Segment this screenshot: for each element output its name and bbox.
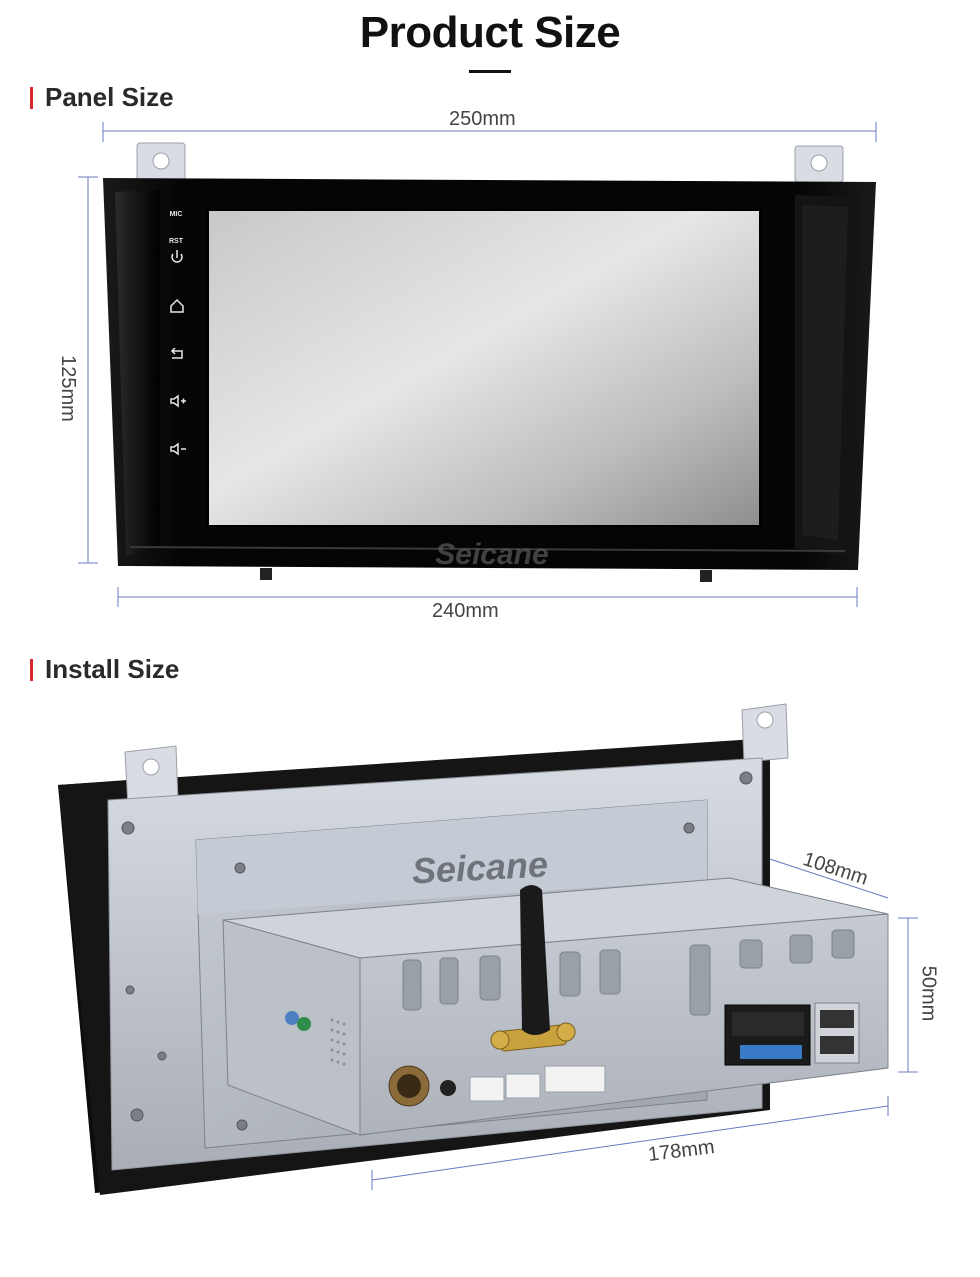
home-icon xyxy=(170,298,184,313)
install-fuse xyxy=(740,1045,802,1059)
panel-brand-watermark: Seicane xyxy=(435,538,548,571)
power-icon xyxy=(171,250,183,263)
install-width-dimension xyxy=(371,1096,889,1190)
panel-mount-tab-right xyxy=(794,145,844,183)
install-height-label: 50mm xyxy=(917,965,940,1022)
install-side-labels xyxy=(285,1011,311,1031)
panel-screen xyxy=(207,209,761,527)
install-chassis-top xyxy=(196,800,707,914)
panel-mount-tab-left xyxy=(136,142,186,182)
back-icon xyxy=(170,347,183,359)
install-usb-ports xyxy=(814,1002,860,1064)
panel-size-heading-text: Panel Size xyxy=(45,82,174,112)
panel-height-dimension xyxy=(78,176,98,564)
install-port-hole xyxy=(440,1080,456,1096)
rst-label: RST xyxy=(169,238,184,245)
install-height-dimension xyxy=(898,917,918,1073)
panel-size-heading: Panel Size xyxy=(30,82,174,113)
install-white-connectors xyxy=(469,1065,606,1102)
install-side-vent-dots xyxy=(330,1018,346,1066)
panel-height-label: 125mm xyxy=(56,355,79,422)
bezel-clip-left xyxy=(260,568,272,580)
heading-accent-bar xyxy=(30,86,33,109)
page-title: Product Size xyxy=(359,8,621,57)
install-size-heading: Install Size xyxy=(30,654,179,685)
mic-label: MIC xyxy=(170,211,183,218)
panel-width-dimension xyxy=(102,122,877,142)
title-underline xyxy=(469,70,511,73)
panel-width-label: 250mm xyxy=(449,108,516,130)
panel-inner-width-dimension xyxy=(117,587,858,607)
install-brand-label: Seicane xyxy=(411,843,549,891)
install-harness-connector xyxy=(724,1004,811,1066)
panel-inner-width-label: 240mm xyxy=(432,600,499,622)
install-antenna xyxy=(490,885,576,1052)
plate-screws xyxy=(121,771,753,1122)
volume-up-icon xyxy=(170,394,186,408)
install-front-vents xyxy=(402,929,855,1016)
install-mount-tab-left xyxy=(124,745,179,807)
install-mount-tab-right xyxy=(741,703,789,763)
bezel-clip-right xyxy=(700,570,712,582)
heading-accent-bar xyxy=(30,658,33,681)
volume-down-icon xyxy=(170,442,186,456)
install-size-heading-text: Install Size xyxy=(45,654,180,684)
panel-side-buttons xyxy=(170,250,186,456)
install-round-connector xyxy=(388,1065,430,1107)
